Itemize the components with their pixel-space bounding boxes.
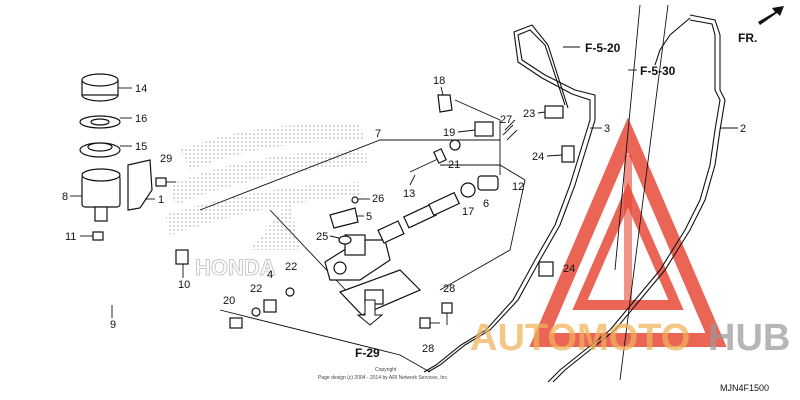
callout-15: 15 (135, 141, 147, 153)
diagram-code: MJN4F1500 (720, 383, 769, 393)
callout-labels: 14 16 15 29 8 1 11 10 9 18 7 27 19 23 3 … (62, 75, 746, 355)
bolt-29 (155, 177, 176, 187)
reservoir-cover (127, 159, 153, 211)
callout-1: 1 (158, 194, 164, 206)
page-ref-f-5-30[interactable]: F-5-30 (640, 64, 676, 78)
callout-20: 20 (223, 295, 235, 307)
callout-6: 6 (483, 198, 489, 210)
piston-assembly (377, 191, 461, 244)
callout-11: 11 (65, 231, 76, 243)
callout-7: 7 (375, 128, 381, 140)
washer-21 (449, 139, 461, 151)
callout-12: 12 (512, 181, 524, 193)
brake-hose-3 (423, 24, 596, 373)
master-cylinder (324, 234, 391, 281)
callout-3: 3 (604, 123, 610, 135)
callout-2: 2 (740, 123, 746, 135)
reservoir-cap (81, 73, 119, 102)
callout-5: 5 (366, 211, 372, 223)
plate-5 (329, 207, 359, 229)
page-ref-arrow-icon (356, 299, 384, 326)
callout-17: 17 (462, 206, 474, 218)
diaphragm-plate (79, 115, 121, 129)
front-direction-arrow: FR. (738, 6, 784, 45)
brake-hose-2 (547, 14, 726, 383)
watermark-logo (529, 117, 727, 347)
frame-leader-line (619, 4, 669, 381)
copyright-line-2: Page design (c) 2004 - 2014 by ARI Netwo… (318, 375, 448, 381)
callout-25: 25 (316, 231, 328, 243)
callout-16: 16 (135, 113, 147, 125)
assembly-box (199, 99, 526, 373)
callout-19: 19 (443, 127, 455, 139)
seal-17 (460, 182, 476, 198)
diaphragm (79, 142, 121, 158)
grommet-24 (561, 145, 575, 163)
clip-11 (92, 231, 104, 241)
callout-28b: 28 (422, 343, 434, 355)
direction-label: FR. (738, 31, 757, 45)
callout-23: 23 (523, 108, 535, 120)
page-ref-f-5-20[interactable]: F-5-20 (585, 41, 621, 55)
oring-25 (338, 235, 352, 245)
callout-24: 24 (532, 151, 544, 163)
callout-10: 10 (178, 279, 190, 291)
callout-14: 14 (135, 83, 147, 95)
screw-26 (351, 196, 359, 204)
callout-4: 4 (267, 269, 273, 281)
callout-13: 13 (403, 188, 415, 200)
spring-27 (502, 119, 518, 141)
clip-24-lower (538, 261, 554, 277)
reservoir-body (81, 168, 121, 222)
hose-clamp-10 (175, 249, 189, 265)
svg-text:HONDA: HONDA (195, 255, 276, 280)
callout-18: 18 (433, 75, 445, 87)
cup-6 (477, 175, 499, 191)
callout-27: 27 (500, 114, 512, 126)
callout-22b: 22 (250, 283, 262, 295)
copyright-line-1: Copyright (375, 367, 397, 373)
callout-26: 26 (372, 193, 384, 205)
push-rod (409, 148, 447, 173)
switch-19 (474, 121, 494, 137)
frame-leader-line-2 (614, 4, 641, 271)
callout-21: 21 (448, 159, 460, 171)
page-ref-f-29[interactable]: F-29 (355, 346, 380, 360)
bolt-28 (419, 302, 453, 329)
clamp-23 (544, 105, 564, 119)
callout-22: 22 (285, 261, 297, 273)
callout-24b: 24 (563, 263, 575, 275)
watermark-text-hub: HUB (708, 317, 790, 359)
callout-29: 29 (160, 153, 172, 165)
callout-9: 9 (110, 319, 116, 331)
lower-fasteners (229, 287, 295, 329)
callout-8: 8 (62, 191, 68, 203)
callout-28: 28 (443, 283, 455, 295)
watermark-text-automoto: AUTOMOTO (470, 317, 690, 359)
bracket-18 (437, 94, 453, 113)
